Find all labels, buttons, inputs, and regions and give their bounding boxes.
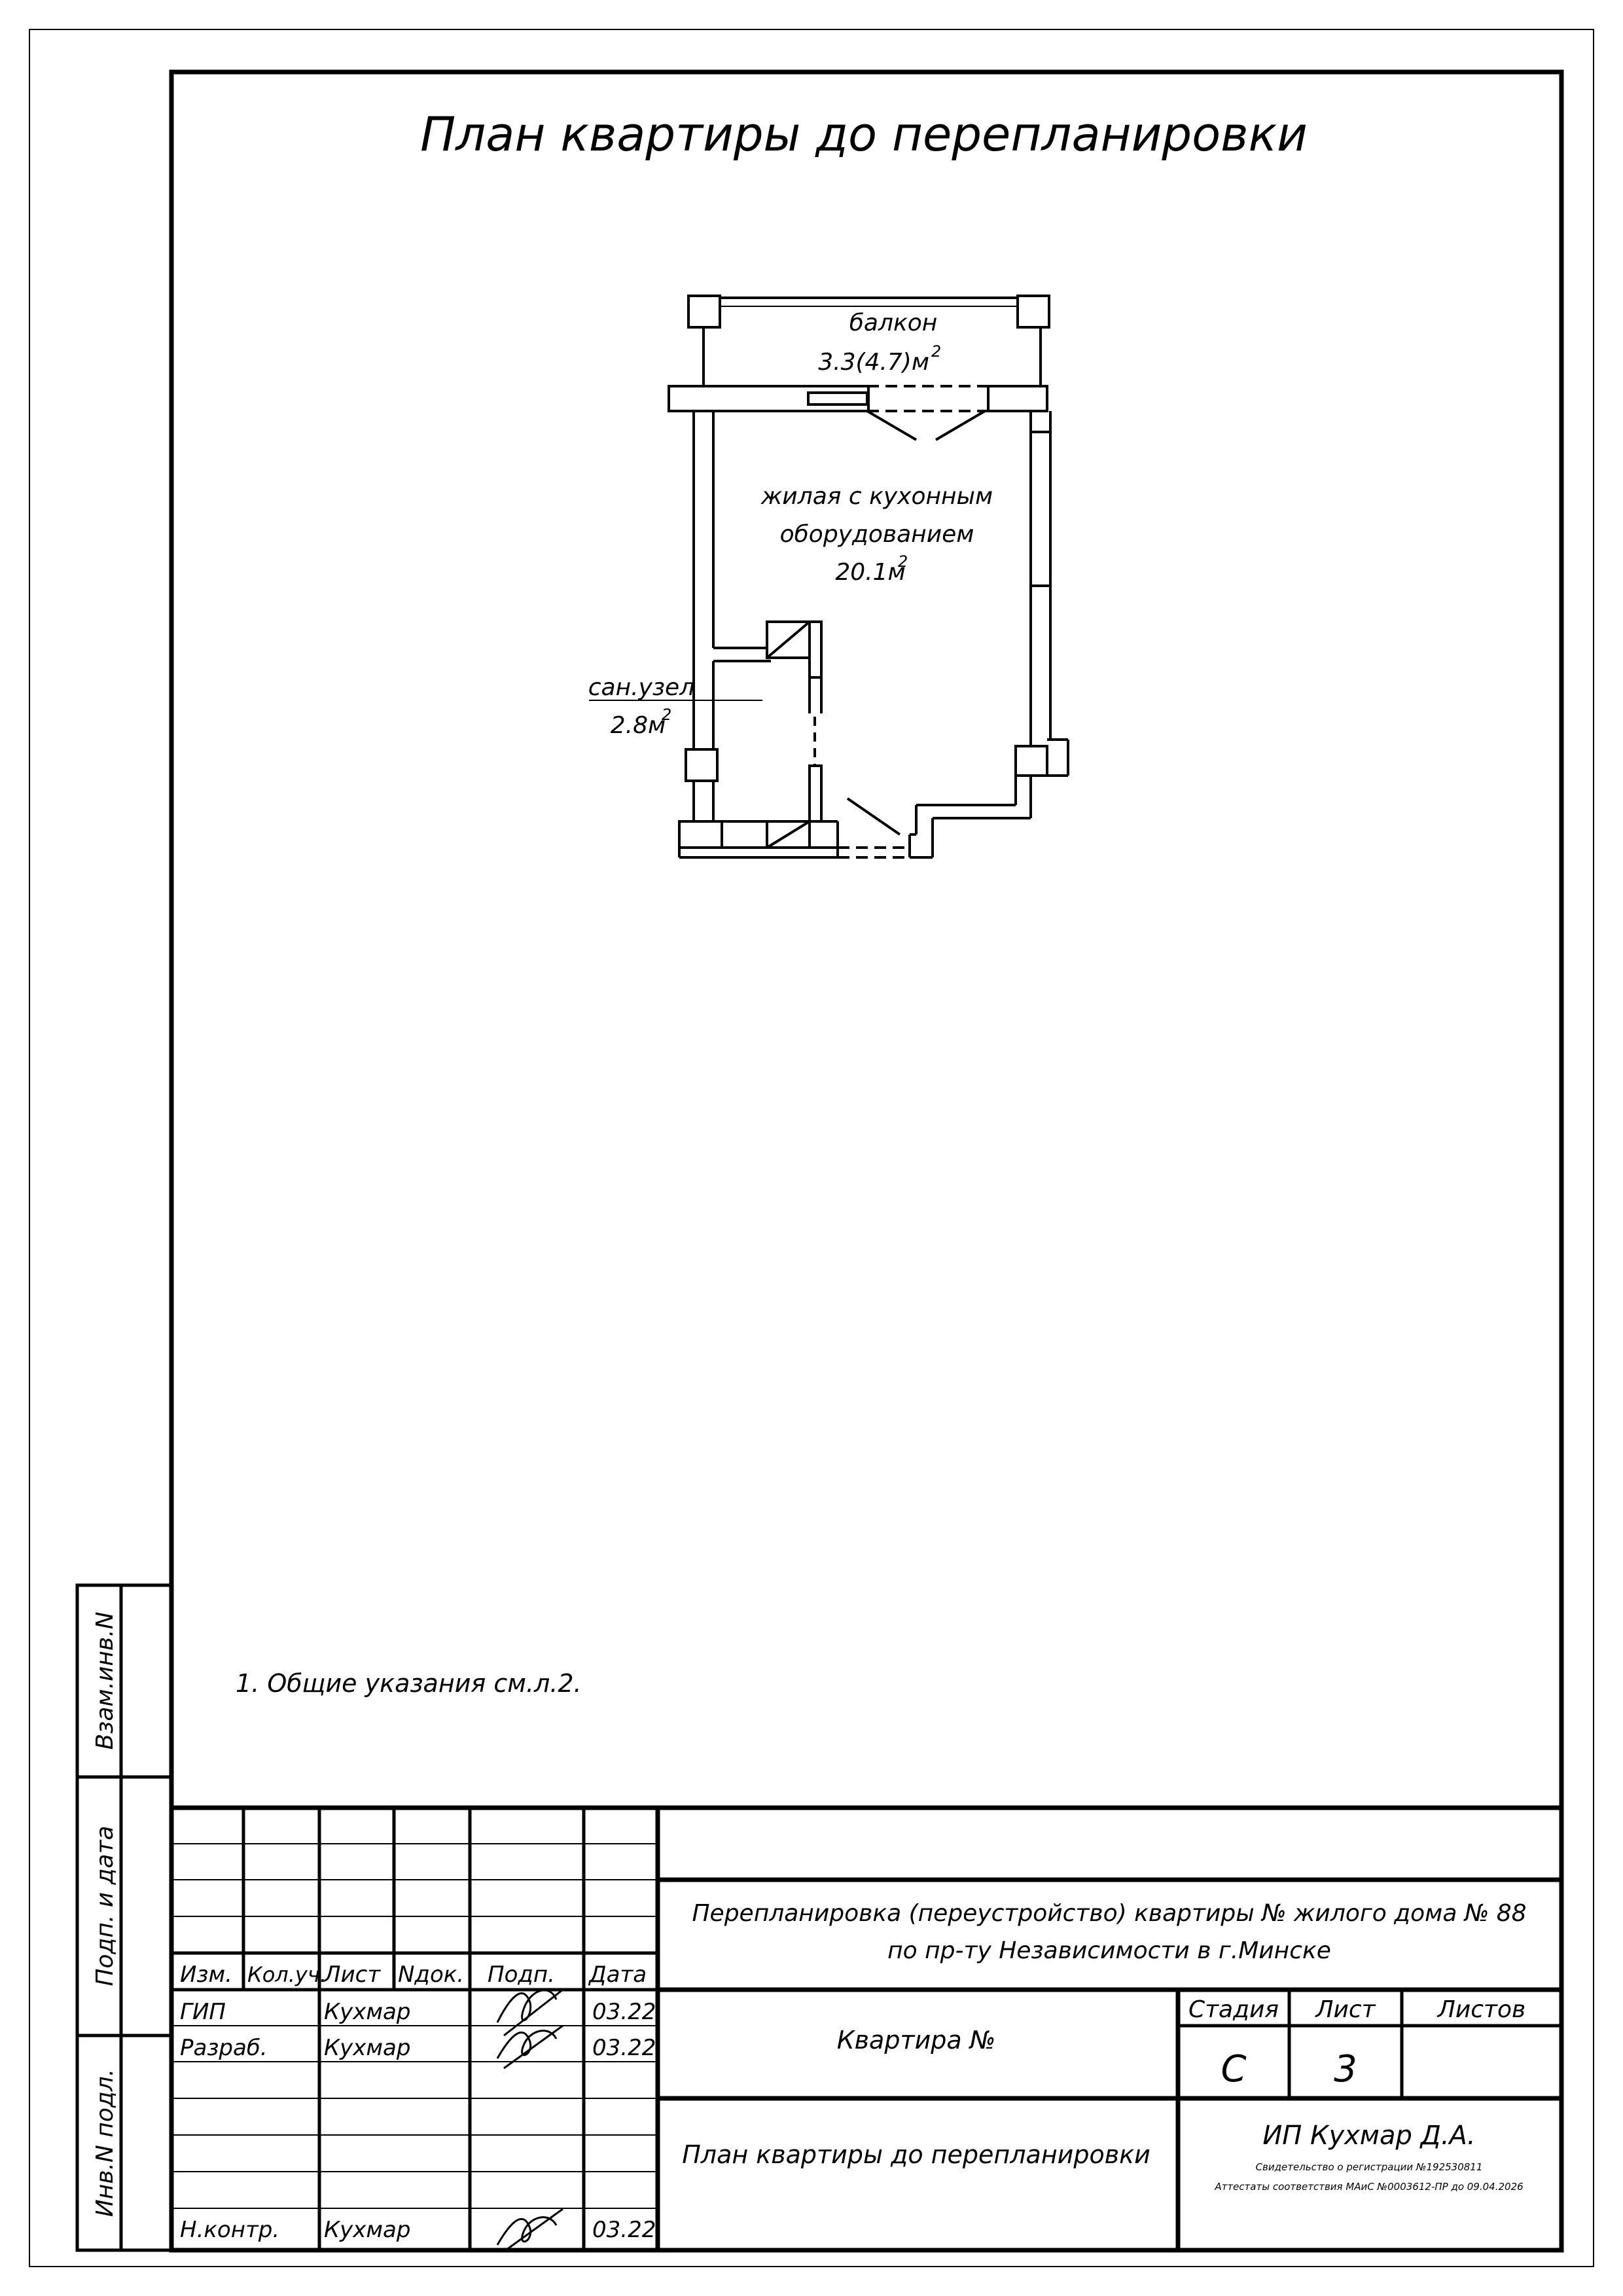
side-stamp-podp: Подп. и дата <box>92 1825 118 1986</box>
header-izm: Изм. <box>180 1962 232 1988</box>
balcony-window <box>807 391 868 406</box>
bathroom-walls <box>678 620 839 859</box>
header-list: Лист <box>323 1962 381 1988</box>
stage-value: С <box>1221 2048 1246 2090</box>
row-role: Разраб. <box>180 2035 268 2061</box>
living-label-line2: оборудованием <box>780 521 974 548</box>
attestation-certificate: Аттестаты соответствия МАиС №0003612-ПР … <box>1214 2181 1523 2193</box>
floor-plan <box>589 295 1069 859</box>
row-role: Н.контр. <box>180 2217 279 2243</box>
row-name: Кухмар <box>324 1999 410 2025</box>
project-line2: по пр-ту Независимости в г.Минске <box>887 1937 1331 1964</box>
balcony-area-sup: 2 <box>931 342 941 361</box>
header-kol: Кол.уч. <box>247 1962 327 1987</box>
sheet-title: План квартиры до перепланировки <box>420 107 1308 162</box>
living-label-line1: жилая с кухонным <box>760 483 993 510</box>
signature-marks <box>496 1988 563 2253</box>
balcony-area: 3.3(4.7)м <box>818 349 929 376</box>
balcony-wall-left <box>668 385 870 412</box>
side-stamp <box>75 1583 173 2252</box>
living-area-sup: 2 <box>898 552 908 571</box>
door-leaf <box>866 410 918 441</box>
door-leaf <box>935 410 986 441</box>
stage-label: Стадия <box>1188 1996 1279 2023</box>
sheet-name: План квартиры до перепланировки <box>682 2140 1150 2169</box>
header-podp: Подп. <box>488 1962 555 1988</box>
entrance-door-leaf <box>846 797 901 836</box>
row-name: Кухмар <box>324 2217 410 2243</box>
registration-certificate: Свидетельство о регистрации №192530811 <box>1256 2161 1483 2173</box>
header-data: Дата <box>588 1962 647 1988</box>
bathroom-area: 2.8м <box>611 712 666 739</box>
header-ndok: Nдок. <box>398 1962 464 1988</box>
balcony-label: балкон <box>849 310 938 336</box>
object-name: Квартира № <box>837 2026 996 2054</box>
sheet-label: Лист <box>1314 1996 1376 2023</box>
sheet-number: 3 <box>1334 2048 1357 2090</box>
general-note: 1. Общие указания см.л.2. <box>236 1669 582 1698</box>
row-role: ГИП <box>180 1999 226 2025</box>
drawing-frame <box>169 69 1564 2253</box>
title-block-grid <box>171 1805 1561 2250</box>
right-walls <box>908 411 1069 859</box>
side-stamp-inv: Инв.N подл. <box>92 2069 118 2217</box>
row-name: Кухмар <box>324 2035 410 2061</box>
project-line1: Перепланировка (переустройство) квартиры… <box>692 1900 1526 1927</box>
row-date: 03.22 <box>592 2217 656 2243</box>
side-stamp-vzam: Взам.инв.N <box>92 1611 118 1749</box>
row-date: 03.22 <box>592 1999 656 2025</box>
organization: ИП Кухмар Д.А. <box>1262 2121 1475 2151</box>
balcony <box>687 295 1050 386</box>
row-date: 03.22 <box>592 2035 656 2061</box>
bathroom-area-sup: 2 <box>662 706 671 724</box>
bathroom-label: сан.узел <box>588 674 694 701</box>
trim-border <box>29 29 1594 2267</box>
sheets-label: Листов <box>1436 1996 1525 2023</box>
living-area: 20.1м <box>835 559 905 586</box>
balcony-wall-right <box>987 385 1048 412</box>
